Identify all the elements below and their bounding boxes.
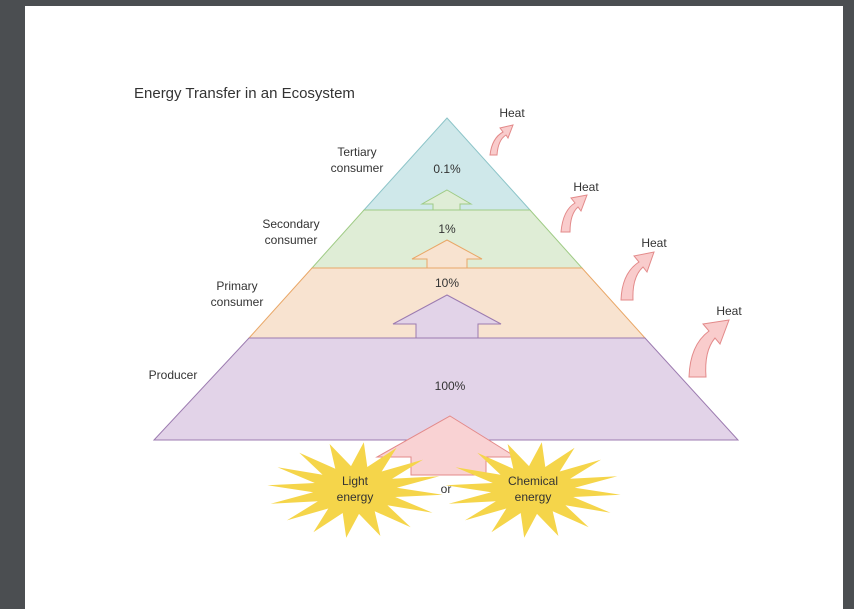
primary-percent: 10% [435, 276, 459, 290]
heat-arrow-icon [560, 194, 588, 233]
secondary-label-2: consumer [265, 233, 318, 247]
producer-layer [152, 337, 740, 441]
up-arrow-icon [392, 294, 502, 339]
heat-label: Heat [641, 236, 667, 250]
diagram-title: Energy Transfer in an Ecosystem [134, 85, 355, 102]
producer-label: Producer [149, 368, 198, 382]
heat-arrow-icon [688, 319, 730, 378]
light-energy-label-1: Light [342, 474, 369, 488]
tertiary-label-1: Tertiary [337, 145, 376, 159]
up-arrow-icon [411, 239, 483, 269]
light-energy-label-2: energy [337, 490, 374, 504]
secondary-percent: 1% [438, 222, 456, 236]
heat-label: Heat [716, 304, 742, 318]
up-arrow-icon [420, 189, 473, 211]
heat-arrow-icon [620, 251, 655, 301]
or-label: or [441, 482, 452, 496]
producer-percent: 100% [435, 379, 466, 393]
heat-label: Heat [573, 180, 599, 194]
tertiary-percent: 0.1% [433, 162, 461, 176]
light-energy-star-icon [267, 442, 443, 538]
secondary-label-1: Secondary [262, 217, 319, 231]
heat-label: Heat [499, 106, 525, 120]
chemical-energy-label-2: energy [515, 490, 552, 504]
chemical-energy-label-1: Chemical [508, 474, 558, 488]
heat-arrow-icon [489, 124, 514, 156]
chemical-energy-star-icon [445, 442, 621, 538]
primary-label-2: consumer [211, 295, 264, 309]
tertiary-label-2: consumer [331, 161, 384, 175]
primary-label-1: Primary [216, 279, 257, 293]
